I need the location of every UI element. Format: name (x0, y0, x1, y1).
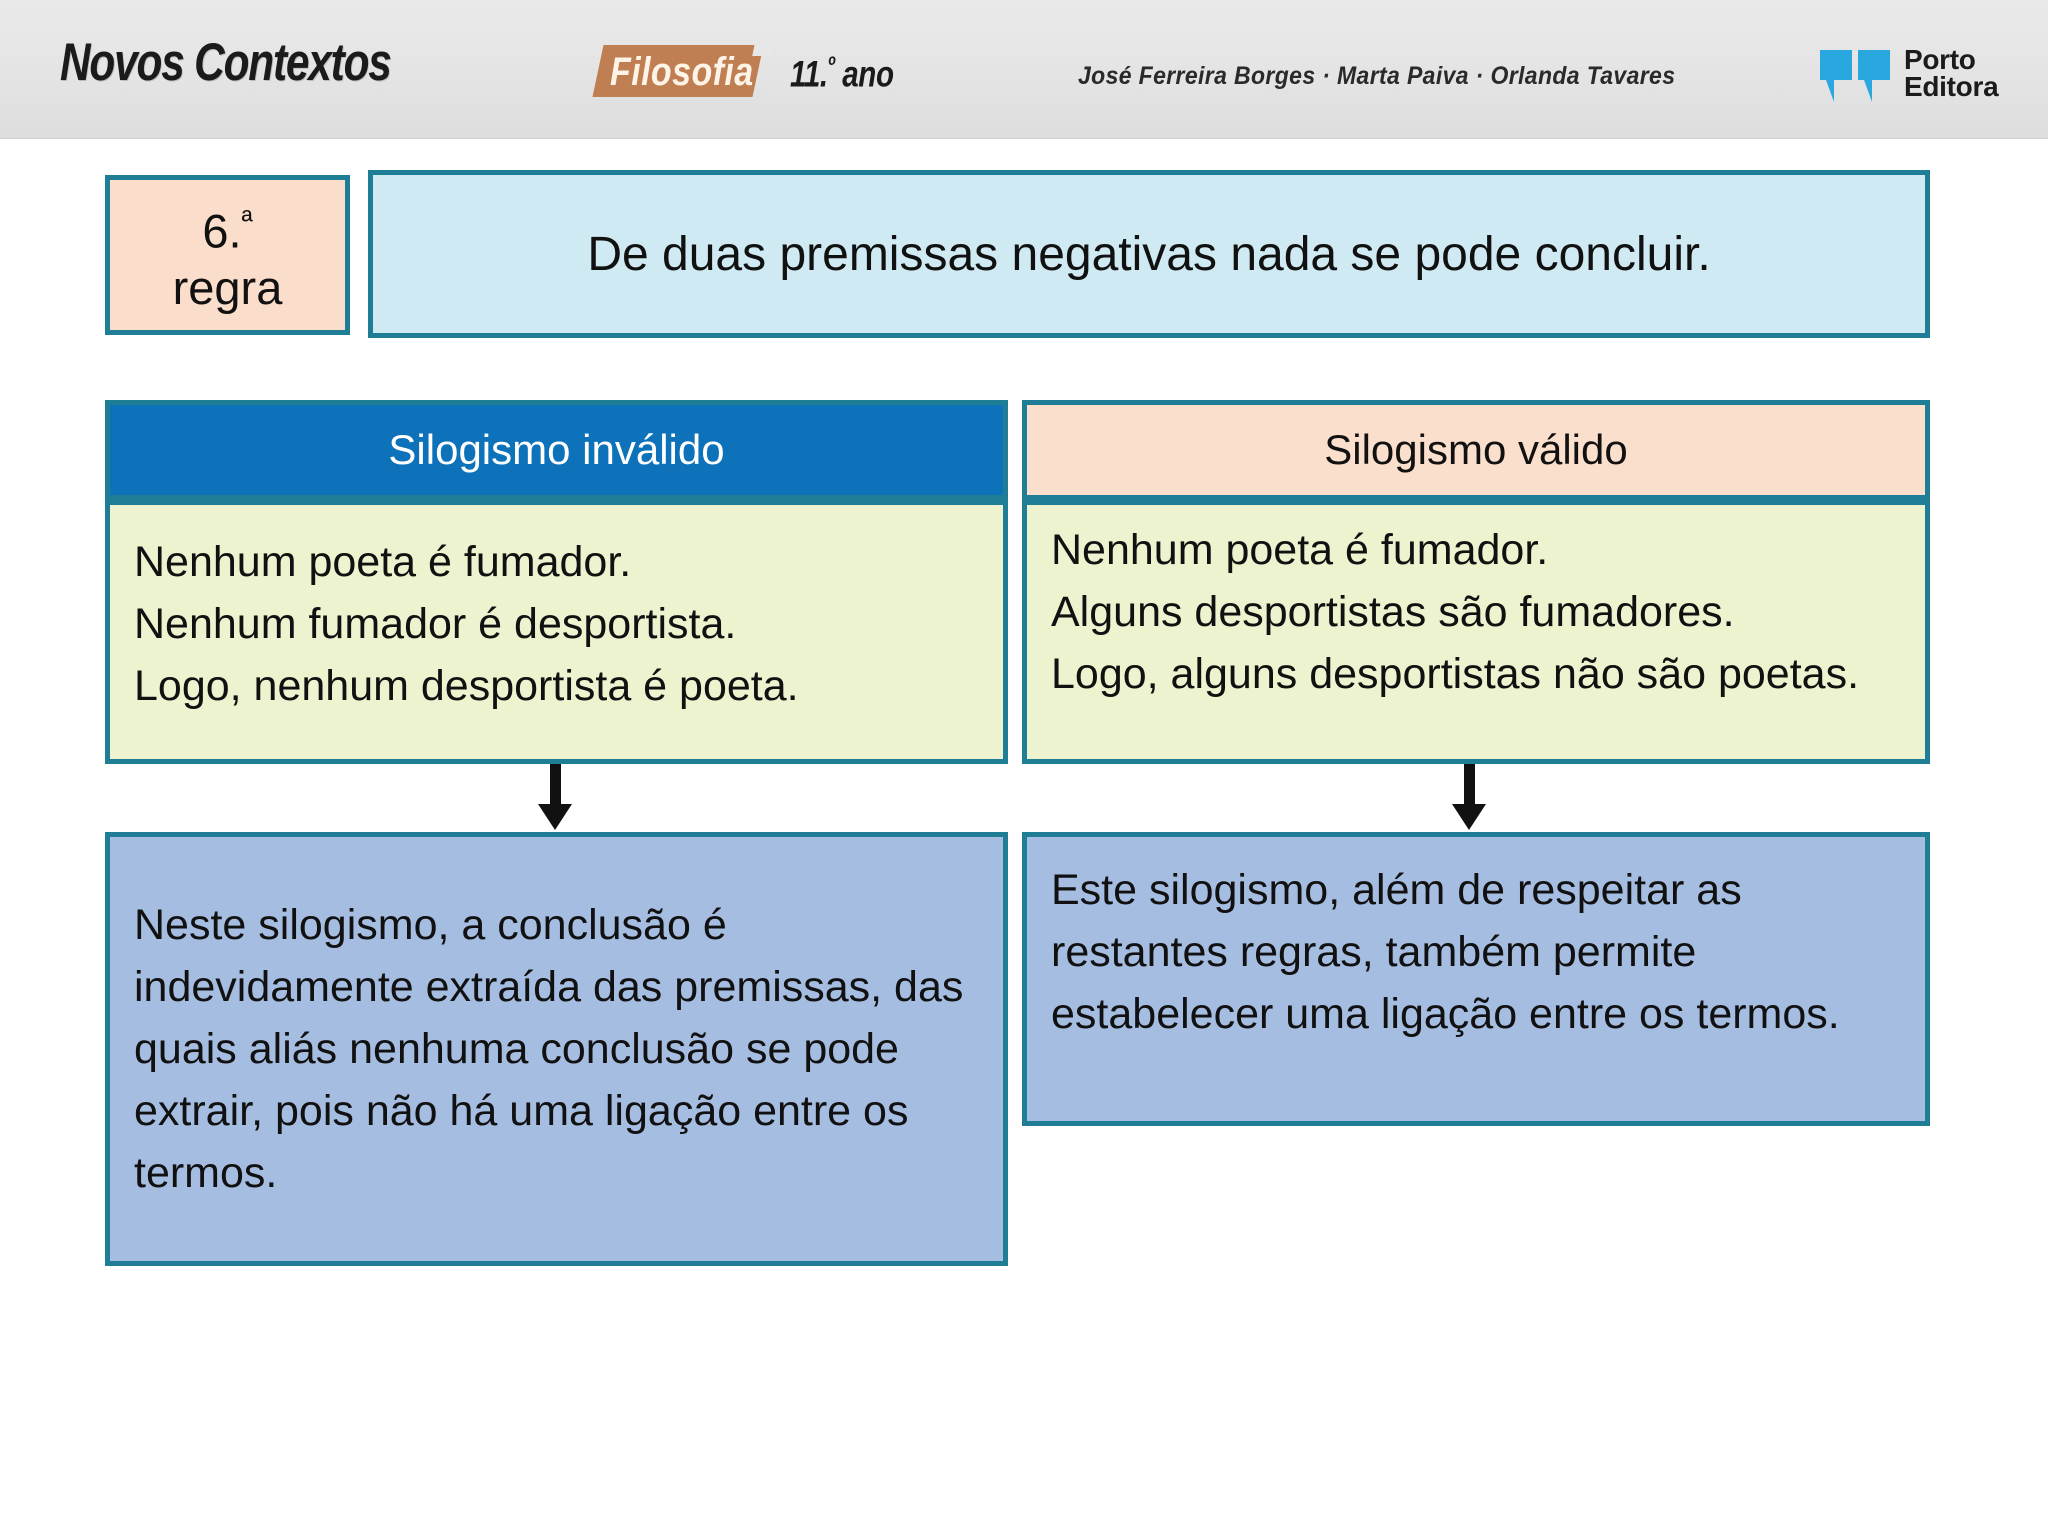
badge-notch (752, 45, 773, 56)
year-label: 11.º ano (790, 52, 894, 95)
rule-number-ordinal: ª (241, 205, 253, 239)
rule-number-digit: 6. (202, 204, 242, 258)
premise-line: Nenhum fumador é desportista. (134, 600, 737, 648)
authors-line: José Ferreira Borges · Marta Paiva · Orl… (1078, 62, 1676, 90)
porto-editora-mark-icon (1820, 50, 1890, 102)
premise-box-invalid: Nenhum poeta é fumador. Nenhum fumador é… (105, 500, 1008, 764)
premise-line: Nenhum poeta é fumador. (1051, 526, 1549, 574)
publisher-line-2: Editora (1904, 71, 1999, 102)
page-header: Novos Contextos Filosofia 11.º ano José … (0, 0, 2048, 139)
rule-number-value: 6.ª (202, 194, 252, 260)
rule-statement-box: De duas premissas negativas nada se pode… (368, 170, 1930, 338)
year-number: 11. (790, 53, 828, 95)
explanation-box-invalid: Neste silogismo, a conclusão é indevidam… (105, 832, 1008, 1266)
rule-number-label: regra (172, 260, 283, 314)
premise-line: Alguns desportistas são fumadores. (1051, 588, 1735, 636)
premise-line: Logo, alguns desportistas não são poetas… (1051, 650, 1860, 698)
publisher-name: Porto Editora (1904, 44, 1999, 102)
rule-number-box: 6.ª regra (105, 175, 350, 335)
arrow-head (538, 804, 572, 830)
arrow-shaft (1464, 764, 1475, 806)
publisher-line-1: Porto (1904, 44, 1976, 75)
year-ordinal: º (827, 52, 835, 79)
subject-label: Filosofia (610, 50, 754, 94)
brand-title: Novos Contextos (60, 33, 392, 92)
column-header-valid: Silogismo válido (1022, 400, 1930, 500)
flow-arrow-valid-icon (1452, 764, 1486, 830)
explanation-text: Neste silogismo, a conclusão é indevidam… (134, 901, 964, 1197)
premise-line: Nenhum poeta é fumador. (134, 538, 632, 586)
arrow-shaft (550, 764, 561, 806)
year-suffix: ano (834, 53, 894, 95)
column-header-invalid: Silogismo inválido (105, 400, 1008, 500)
explanation-box-valid: Este silogismo, além de respeitar as res… (1022, 832, 1930, 1126)
flow-arrow-invalid-icon (538, 764, 572, 830)
explanation-text: Este silogismo, além de respeitar as res… (1051, 866, 1840, 1038)
premise-box-valid: Nenhum poeta é fumador. Alguns desportis… (1022, 500, 1930, 764)
arrow-head (1452, 804, 1486, 830)
publisher-logo: Porto Editora (1820, 44, 2020, 106)
premise-line: Logo, nenhum desportista é poeta. (134, 662, 799, 710)
